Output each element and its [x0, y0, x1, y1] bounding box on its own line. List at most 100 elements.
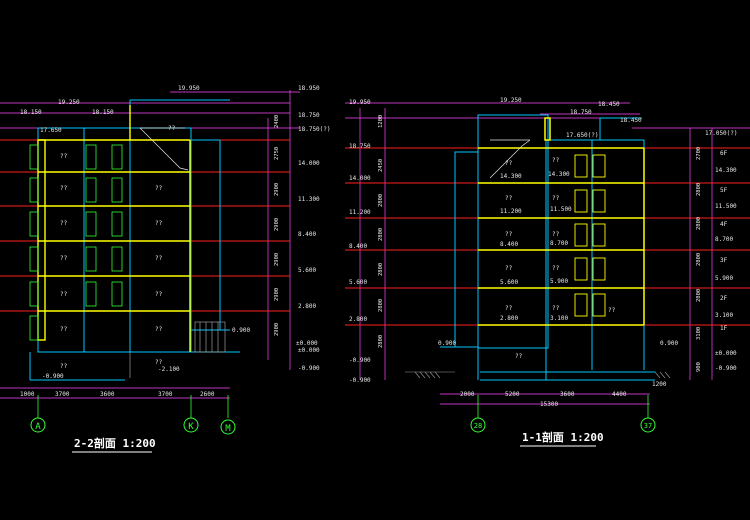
left-windows [29, 144, 123, 341]
elev-text: 11.300 [298, 196, 320, 203]
dim-text: 5200 [505, 391, 520, 398]
left-axis-lines [37, 395, 229, 418]
right-right-dims: 2700 2800 2800 2800 2800 3100 900 [696, 147, 702, 372]
dim-text: 1000 [20, 391, 35, 398]
elev-text: 14.300 [500, 173, 522, 180]
elev-text: 0.900 [438, 340, 456, 347]
right-structure [478, 117, 645, 326]
room-label: ?? [552, 231, 560, 238]
axis-label-A: A [35, 422, 41, 432]
section-title-1-1: 1-1剖面 1:200 [522, 430, 604, 444]
elev-text: -0.900 [349, 357, 371, 364]
elev-text: -2.100 [158, 366, 180, 373]
room-label: ?? [168, 125, 176, 132]
elev-text: 8.400 [349, 243, 367, 250]
axis-label-M: M [225, 424, 231, 434]
dim-text: 2900 [274, 288, 280, 301]
left-room-labels: ?? ?? ?? ?? ?? ?? ?? ?? ?? ?? ?? ?? ?? ?… [60, 125, 176, 370]
elev-text: 18.150 [20, 109, 42, 116]
elev-text: ±0.000 [298, 347, 320, 354]
dim-text-total: 15300 [540, 401, 558, 408]
room-label: ?? [60, 363, 68, 370]
right-windows [574, 154, 606, 317]
room-label: ?? [505, 265, 513, 272]
elev-text: -0.900 [349, 377, 371, 384]
room-label: ?? [60, 326, 68, 333]
elev-text: 18.450 [598, 101, 620, 108]
room-label: ?? [60, 255, 68, 262]
axis-bubble-K: K [183, 417, 199, 433]
elev-text: 8.700 [715, 236, 733, 243]
room-label: ?? [515, 353, 523, 360]
elev-text: 2.800 [500, 315, 518, 322]
elev-text: 5.600 [349, 279, 367, 286]
elev-text: 19.250 [500, 97, 522, 104]
right-ground-hatch [405, 371, 671, 379]
axis-bubble-M: M [220, 419, 236, 435]
room-label: ?? [505, 305, 513, 312]
right-axis-lines [477, 395, 649, 418]
room-label: ?? [60, 291, 68, 298]
room-label: ?? [505, 231, 513, 238]
axis-label-K: K [188, 422, 194, 432]
elev-text: 19.950 [349, 99, 371, 106]
floor-name: 1F [720, 325, 728, 332]
dim-text: 2900 [274, 323, 280, 336]
dim-text: 3700 [55, 391, 70, 398]
dim-text: 2800 [378, 263, 384, 276]
dim-text: 2000 [460, 391, 475, 398]
elev-text: 11.500 [550, 206, 572, 213]
elev-text: 5.600 [298, 267, 316, 274]
dim-text: 3100 [696, 327, 702, 340]
floor-name: 6F [720, 150, 728, 157]
right-top-elevations: 19.250 18.750 18.450 17.650(?) 18.450 [500, 97, 642, 139]
left-top-elevations: 19.950 19.250 18.950 18.750 18.150 18.15… [20, 85, 320, 134]
elev-text: -0.900 [298, 365, 320, 372]
elev-text: 11.500 [715, 203, 737, 210]
room-label: ?? [155, 220, 163, 227]
elev-text: 18.950 [298, 85, 320, 92]
left-bottom-dims: 1000 3700 3600 3700 2600 [20, 391, 215, 398]
elev-text: 3.100 [715, 312, 733, 319]
elev-text: 14.300 [715, 167, 737, 174]
room-label: ?? [155, 326, 163, 333]
dim-text: 2750 [274, 147, 280, 160]
axis-bubble-28: 28 [470, 417, 486, 433]
elev-text: 17.050(?) [705, 130, 738, 137]
elev-text: 17.650 [40, 127, 62, 134]
elev-text: -0.900 [715, 365, 737, 372]
dim-text: 1200 [378, 115, 384, 128]
elev-text: 14.300 [548, 171, 570, 178]
left-right-dims: 2400 2750 2900 2900 2900 2900 2900 [274, 115, 280, 336]
room-label: ?? [552, 265, 560, 272]
room-label: ?? [608, 307, 616, 314]
right-left-dims: 1200 2450 2800 2800 2800 2800 2800 [378, 115, 384, 348]
elev-text: 19.250 [58, 99, 80, 106]
dim-text: 2600 [200, 391, 215, 398]
dim-text: 4400 [612, 391, 627, 398]
section-title-2-2: 2-2剖面 1:200 [74, 436, 156, 450]
elev-text: 18.150 [92, 109, 114, 116]
floor-name: 3F [720, 257, 728, 264]
elev-text: -0.900 [42, 373, 64, 380]
elev-text: 8.700 [550, 240, 568, 247]
dim-text: 2900 [274, 183, 280, 196]
dim-text: 2800 [378, 194, 384, 207]
room-label: ?? [552, 195, 560, 202]
right-dimension-lines [345, 102, 750, 405]
left-misc-elevations: -0.900 -2.100 ±0.000 0.900 [42, 327, 318, 380]
floor-name: 5F [720, 187, 728, 194]
right-floor-names: 6F 5F 4F 3F 2F 1F [720, 150, 728, 332]
room-label: ?? [505, 195, 513, 202]
dim-text: 2800 [696, 289, 702, 302]
axis-bubble-37: 37 [640, 417, 656, 433]
left-basement [129, 321, 226, 378]
dim-text: 2400 [274, 115, 280, 128]
elev-text: 18.750 [298, 112, 320, 119]
right-floor-elevations: 14.300 11.200 8.400 5.600 2.800 14.300 1… [500, 171, 572, 322]
room-label: ?? [155, 185, 163, 192]
dim-text: 3600 [100, 391, 115, 398]
elev-text: 2.800 [298, 303, 316, 310]
dim-text: 3600 [560, 391, 575, 398]
